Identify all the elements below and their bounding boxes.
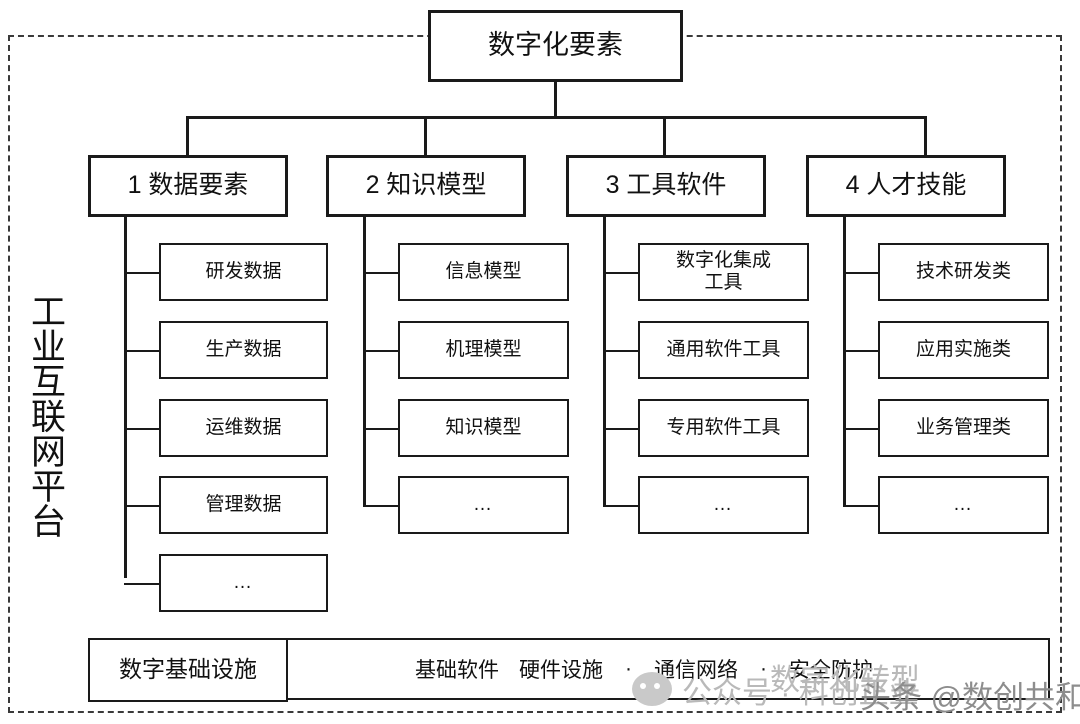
leaf-node-3-2[interactable]: 通用软件工具 xyxy=(638,321,809,379)
leaf-node-3-4[interactable]: … xyxy=(638,476,809,534)
leaf-node-1-3[interactable]: 运维数据 xyxy=(159,399,328,457)
leaf-node-2-4[interactable]: … xyxy=(398,476,569,534)
leaf-node-4-3[interactable]: 业务管理类 xyxy=(878,399,1049,457)
category-1-branch-2 xyxy=(124,350,160,352)
category-4-branch-2 xyxy=(843,350,879,352)
wechat-icon xyxy=(632,672,672,706)
infrastructure-label-box[interactable]: 数字基础设施 xyxy=(88,638,288,702)
category-3-branch-1 xyxy=(603,272,639,274)
category-2-branch-1 xyxy=(363,272,399,274)
category-node-3[interactable]: 3 工具软件 xyxy=(566,155,766,217)
leaf-node-2-3[interactable]: 知识模型 xyxy=(398,399,569,457)
category-drop-2 xyxy=(424,116,427,156)
category-4-branch-3 xyxy=(843,428,879,430)
infrastructure-separator-1: · xyxy=(625,657,632,680)
category-2-branch-4 xyxy=(363,505,399,507)
leaf-node-3-1[interactable]: 数字化集成 工具 xyxy=(638,243,809,301)
leaf-node-3-3[interactable]: 专用软件工具 xyxy=(638,399,809,457)
root-stem-connector xyxy=(554,82,557,118)
category-2-spine xyxy=(363,217,366,507)
category-3-spine xyxy=(603,217,606,507)
category-4-branch-4 xyxy=(843,505,879,507)
leaf-node-4-4[interactable]: … xyxy=(878,476,1049,534)
infrastructure-item-1[interactable]: 基础软件 xyxy=(415,659,499,682)
category-1-branch-4 xyxy=(124,505,160,507)
root-node[interactable]: 数字化要素 xyxy=(428,10,683,82)
leaf-node-4-1[interactable]: 技术研发类 xyxy=(878,243,1049,301)
category-3-branch-4 xyxy=(603,505,639,507)
infrastructure-item-4[interactable]: 安全防护 xyxy=(789,659,873,682)
leaf-node-1-2[interactable]: 生产数据 xyxy=(159,321,328,379)
category-drop-3 xyxy=(663,116,666,156)
leaf-node-2-2[interactable]: 机理模型 xyxy=(398,321,569,379)
category-node-1[interactable]: 1 数据要素 xyxy=(88,155,288,217)
category-3-branch-2 xyxy=(603,350,639,352)
category-node-2[interactable]: 2 知识模型 xyxy=(326,155,526,217)
category-1-spine xyxy=(124,217,127,578)
leaf-node-1-1[interactable]: 研发数据 xyxy=(159,243,328,301)
leaf-node-1-5[interactable]: … xyxy=(159,554,328,612)
category-4-branch-1 xyxy=(843,272,879,274)
category-drop-4 xyxy=(924,116,927,156)
category-1-branch-3 xyxy=(124,428,160,430)
category-1-branch-5 xyxy=(124,583,160,585)
infrastructure-item-2[interactable]: 硬件设施 xyxy=(519,659,603,682)
infrastructure-item-3[interactable]: 通信网络 xyxy=(654,659,738,682)
leaf-node-2-1[interactable]: 信息模型 xyxy=(398,243,569,301)
infrastructure-separator-2: · xyxy=(760,657,767,680)
leaf-node-1-4[interactable]: 管理数据 xyxy=(159,476,328,534)
category-4-spine xyxy=(843,217,846,507)
category-2-branch-2 xyxy=(363,350,399,352)
infrastructure-items: 基础软件 硬件设施 · 通信网络 · 安全防护 xyxy=(265,654,873,684)
leaf-node-4-2[interactable]: 应用实施类 xyxy=(878,321,1049,379)
category-2-branch-3 xyxy=(363,428,399,430)
platform-vertical-label: 工业互联网平台 xyxy=(26,292,65,538)
category-node-4[interactable]: 4 人才技能 xyxy=(806,155,1006,217)
category-drop-1 xyxy=(186,116,189,156)
category-3-branch-3 xyxy=(603,428,639,430)
category-1-branch-1 xyxy=(124,272,160,274)
category-bus-connector xyxy=(186,116,926,119)
